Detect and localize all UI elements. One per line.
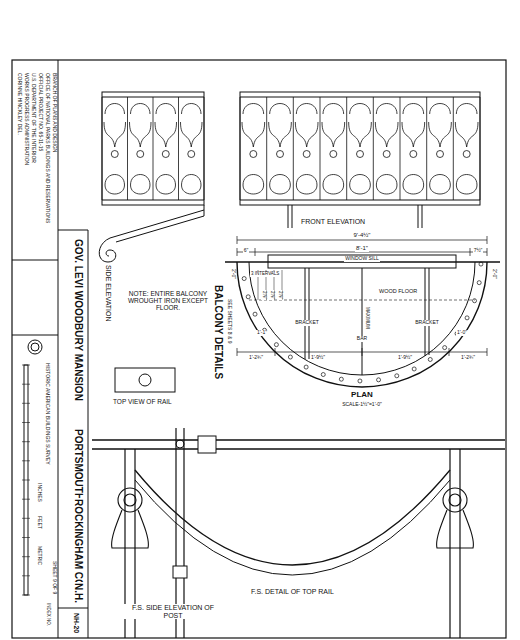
dimension: 1'-2¾": [460, 355, 476, 361]
view-title: TOP VIEW OF RAIL: [112, 398, 173, 405]
ornament-stroke: [437, 488, 474, 548]
view-title: F.S. DETAIL OF TOP RAIL: [250, 588, 335, 596]
part-label: WINDOW SILL: [344, 256, 380, 262]
dimension: MAXIMUM: [364, 306, 369, 330]
dimension: 2⅞": [269, 290, 274, 300]
dimension: 2'-0": [231, 268, 237, 280]
survey-name: HISTORIC AMERICAN BUILDINGS SURVEY: [45, 362, 51, 466]
dimension: 6": [243, 248, 250, 254]
drawing-note: NOTE: ENTIRE BALCONY WROUGHT IRON EXCEPT…: [126, 290, 210, 311]
scale-note: SCALE-1½"=1'-0": [341, 402, 383, 408]
ornament-stroke: [102, 97, 204, 200]
dimension: 1'-9½": [310, 355, 326, 361]
dimension: 1'-9½": [397, 355, 413, 361]
credit-text: OFFICIAL PROJECT NO. 65-11-15: [38, 72, 44, 152]
view-title: F.S. SIDE ELEVATION OF POST: [122, 604, 224, 619]
dimension: 1'-0": [456, 330, 468, 336]
sheet-number: NH-20: [72, 612, 80, 634]
dimension: 7½": [473, 248, 484, 254]
view-title: PLAN: [350, 391, 374, 400]
part-label: WOOD FLOOR: [378, 288, 418, 294]
ornament-stroke: [242, 262, 483, 383]
credit-text: U.S. DEPARTMENT OF THE INTERIOR: [31, 72, 37, 164]
scale-unit: INCHES: [37, 482, 43, 503]
ornament-stroke: [240, 97, 480, 200]
project-title: GOV. LEVI WOODBURY MANSION: [73, 238, 84, 402]
index-number: INDEX NO.: [45, 602, 50, 627]
part-label: BRACKET: [414, 320, 440, 326]
dimension: 9'-4½": [353, 232, 372, 239]
part-label: BAR: [356, 336, 368, 342]
reference-note: SEE SHEETS 8 & 9: [227, 298, 233, 344]
dimension: 3 INTERVALS: [250, 272, 280, 277]
scale-unit: METRIC: [37, 545, 43, 566]
project-location: N.H.: [73, 582, 84, 604]
project-location: ROCKINGHAM CO.: [73, 498, 84, 591]
dimension: 2'-0": [492, 268, 498, 280]
ornament-stroke: [112, 488, 149, 548]
project-location: PORTSMOUTH: [73, 428, 84, 501]
view-title: SIDE ELEVATION: [104, 264, 112, 323]
dimension: 2⅞": [261, 290, 266, 300]
credit-text: CORINNE HINCKLEY DEL.: [17, 72, 23, 136]
dimension: 8'-1": [355, 245, 369, 252]
sheet-number: SHEET 9 OF 9: [52, 560, 58, 595]
dimension: 2⅞": [277, 290, 282, 300]
scale-unit: FEET: [37, 515, 43, 530]
ornament-stroke: [22, 365, 30, 595]
view-title: FRONT ELEVATION: [300, 218, 366, 226]
credit-text: BRANCH OF PLANS AND DESIGN: [52, 72, 58, 153]
credit-text: OFFICE OF NATIONAL PARKS BUILDINGS AND R…: [45, 72, 51, 224]
sheet-title: BALCONY DETAILS: [213, 284, 224, 380]
credit-text: WORKS PROGRESS ADMINISTRATION: [24, 72, 30, 166]
part-label: BRACKET: [294, 320, 320, 326]
dimension: 1'-1": [256, 330, 268, 336]
dimension: 1'-2¾": [248, 355, 264, 361]
